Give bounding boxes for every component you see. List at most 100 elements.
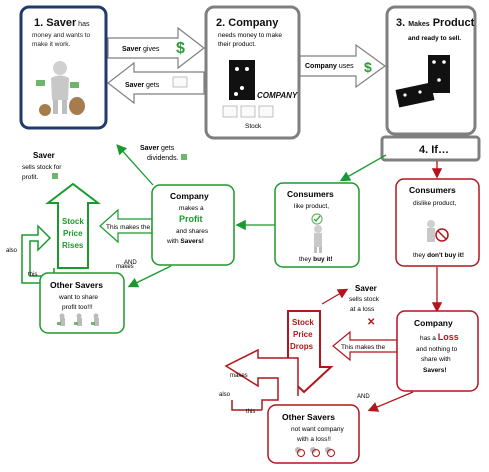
green-also: also: [6, 248, 18, 254]
dislike-l3a: they: [413, 252, 427, 259]
box-consumers-like: Consumers like product, they buy it!: [274, 182, 360, 268]
sells-profit-bold: Saver: [33, 151, 55, 160]
money-icon: [181, 154, 187, 160]
people-no-sign-icon: [295, 447, 335, 457]
stock-certificate-icon: [258, 105, 274, 118]
svg-text:they buy it!: they buy it!: [299, 256, 333, 263]
good-l2: want to share: [58, 294, 98, 301]
profit-l3: Profit: [179, 214, 203, 224]
stock-label: Stock: [245, 123, 262, 130]
money-icon: [52, 173, 58, 179]
box4-label: 4. If…: [419, 144, 449, 156]
svg-text:they don't buy it!: they don't buy it!: [413, 252, 464, 259]
loss-sell-bold: Saver: [355, 284, 377, 293]
dollar-icon: $: [176, 40, 185, 57]
drops-l1: Stock: [292, 318, 314, 327]
loss-title: Company: [414, 318, 453, 328]
connector-profit-to-others: [127, 265, 172, 288]
stock-certificate-icon: [222, 105, 238, 118]
loss-l2a: has a: [420, 335, 438, 342]
connector-loss-to-others: [367, 391, 414, 412]
dislike-title: Consumers: [409, 185, 456, 195]
box3-title: Product: [433, 17, 475, 29]
like-title: Consumers: [287, 189, 334, 199]
arrow-saver-gives: Saver gives $: [107, 26, 205, 70]
svg-text:with Savers!: with Savers!: [166, 238, 204, 245]
rises-l3: Rises: [62, 241, 84, 250]
green-makes: makes: [116, 264, 134, 270]
box-if: 4. If…: [380, 135, 481, 162]
bad-l2: not want company: [291, 426, 345, 433]
dislike-l3b: don't buy it!: [427, 252, 464, 259]
good-title: Other Savers: [50, 280, 103, 290]
dollar-icon: $: [364, 59, 372, 75]
box1-num: 1.: [34, 17, 43, 29]
profit-l5b: Savers!: [180, 238, 204, 245]
red-this: this: [246, 409, 255, 415]
loss-l2b: Loss: [438, 332, 459, 342]
box1-line3: make it work.: [32, 41, 70, 48]
svg-text:Saver gets: Saver gets: [125, 82, 160, 89]
gives-bold: Saver: [122, 46, 141, 53]
good-l3: profit too!!!: [62, 304, 93, 311]
gets-rest: gets: [144, 82, 160, 89]
box3-num: 3.: [396, 17, 405, 29]
sells-profit-line2: sells stock for: [22, 164, 62, 171]
box3-line2: and ready to sell.: [408, 35, 461, 42]
bad-title: Other Savers: [282, 412, 335, 422]
bad-l3: with a loss!!: [296, 436, 331, 443]
rises-l1: Stock: [62, 217, 84, 226]
this-makes-the-arrow-green: This makes the: [99, 208, 153, 244]
box2-title: Company: [228, 17, 279, 29]
arrow-saver-gets: Saver gets: [107, 61, 205, 105]
box1-title: Saver: [46, 17, 77, 29]
svg-text:1. Saver has: 1. Saver has: [34, 17, 90, 29]
red-and: AND: [357, 394, 370, 400]
this-makes-the-arrow-red: This makes the: [332, 330, 398, 362]
box2-line3: their product.: [218, 41, 256, 48]
box-other-savers-bad: Other Savers not want company with a los…: [267, 404, 360, 464]
person-with-money-icon: [36, 61, 85, 116]
box3-title-small: Makes: [408, 21, 430, 28]
uses-rest: uses: [337, 63, 354, 70]
like-l2: like product,: [294, 203, 329, 210]
box1-line2: money and wants to: [32, 32, 91, 39]
green-this-makes-the: This makes the: [106, 224, 150, 231]
green-this: this: [28, 272, 37, 278]
box-product: 3. Makes Product and ready to sell.: [385, 5, 477, 136]
profit-l5a: with: [166, 238, 180, 245]
makes-also-loop-green: also this makes: [6, 224, 134, 284]
red-this-makes-the: This makes the: [341, 344, 385, 351]
makes-also-loop-red: makes also this: [219, 348, 299, 415]
connector-if-to-like: [339, 154, 387, 182]
box-consumers-dislike: Consumers dislike product, they don't bu…: [395, 178, 480, 267]
domino-icon: [229, 60, 255, 100]
loss-l3: and nothing to: [416, 346, 458, 353]
svg-text:Company uses: Company uses: [305, 63, 354, 70]
no-sign-person-icon: [427, 220, 449, 242]
uses-bold: Company: [305, 63, 337, 70]
red-makes: makes: [230, 373, 248, 379]
gets-bold: Saver: [125, 82, 144, 89]
dividends-bold: Saver: [140, 145, 159, 152]
thumbs-up-person-icon: [311, 213, 323, 253]
svg-text:has a Loss: has a Loss: [420, 332, 459, 342]
drops-l2: Price: [293, 330, 313, 339]
profit-l2: makes a: [179, 205, 204, 212]
box-saver: 1. Saver has money and wants to make it …: [19, 5, 108, 130]
svg-text:3. Makes Product: 3. Makes Product: [396, 17, 475, 29]
red-x-icon: ✕: [367, 317, 375, 328]
loss-sell-l3: at a loss: [350, 306, 375, 313]
dividends-rest: gets: [159, 145, 175, 152]
box-company: 2. Company needs money to make their pro…: [204, 5, 301, 140]
certificate-icon: [172, 76, 188, 88]
like-l3b: buy it!: [313, 256, 333, 263]
company-logo: COMPANY: [257, 91, 298, 100]
gives-rest: gives: [141, 46, 160, 53]
profit-title: Company: [170, 191, 209, 201]
dividends-line2: dividends.: [147, 155, 179, 162]
svg-text:2. Company: 2. Company: [216, 17, 279, 29]
svg-text:Saver gives: Saver gives: [122, 46, 160, 53]
dislike-l2: dislike product,: [413, 200, 457, 207]
